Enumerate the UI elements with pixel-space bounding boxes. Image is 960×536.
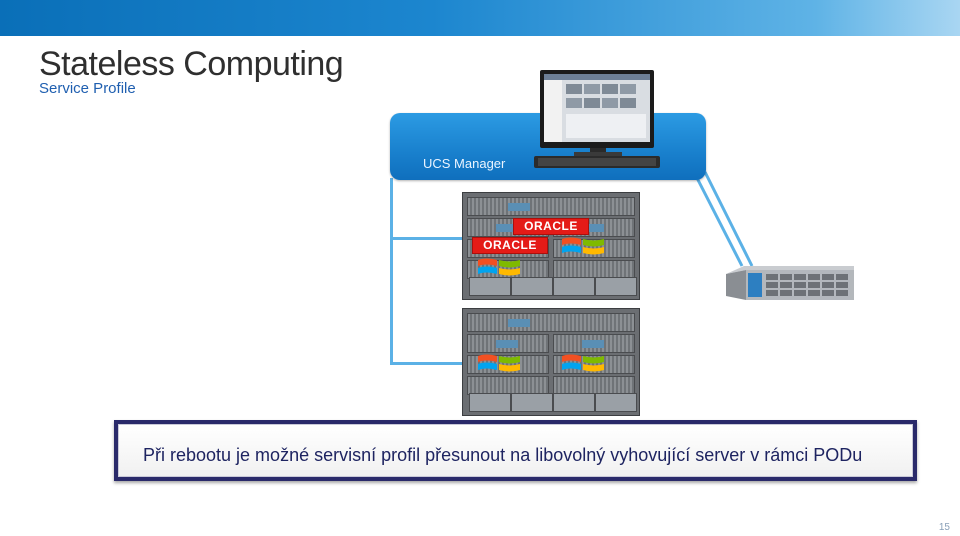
slide-title: Stateless Computing	[39, 45, 344, 83]
banner-text: Při rebootu je možné servisní profil pře…	[143, 445, 863, 465]
page-number: 15	[938, 522, 950, 533]
windows-logo-icon	[478, 354, 520, 372]
blade-chassis-bottom	[462, 308, 640, 416]
connector-left-vertical	[390, 178, 393, 364]
slide-subtitle: Service Profile	[39, 80, 136, 97]
header-bar	[0, 0, 960, 36]
oracle-logo: ORACLE	[513, 218, 589, 235]
rack-server-icon	[726, 266, 854, 300]
connector-top-chassis	[390, 237, 462, 240]
message-banner: Při rebootu je možné servisní profil pře…	[114, 420, 917, 481]
monitor-icon	[534, 70, 660, 168]
connector-bottom-chassis	[390, 362, 462, 365]
windows-logo-icon	[562, 354, 604, 372]
ucs-manager-label: UCS Manager	[423, 156, 506, 171]
blade-chassis-top	[462, 192, 640, 300]
windows-logo-icon	[478, 258, 520, 276]
oracle-logo: ORACLE	[472, 237, 548, 254]
windows-logo-icon	[562, 237, 604, 255]
